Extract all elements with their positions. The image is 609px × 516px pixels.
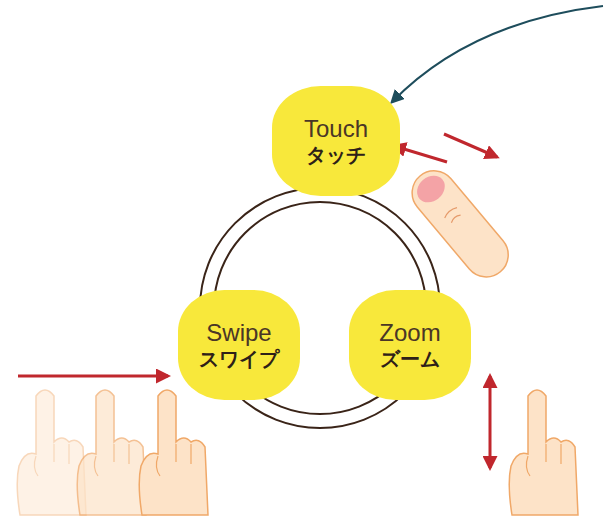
hand-illustration — [509, 390, 578, 515]
hand-illustration — [17, 390, 86, 515]
motion-arrow — [444, 134, 497, 157]
gesture-node: Swipeスワイプ — [178, 290, 300, 400]
gesture-name-ja: スワイプ — [199, 347, 279, 371]
gesture-node: Zoomズーム — [349, 290, 471, 400]
motion-arrow — [18, 375, 168, 378]
gesture-node: Touchタッチ — [272, 86, 400, 196]
motion-arrow — [489, 376, 492, 468]
gesture-name: Touch — [304, 115, 368, 143]
gesture-name: Zoom — [379, 319, 440, 347]
gesture-name-ja: ズーム — [380, 347, 440, 371]
hand-illustration — [139, 390, 208, 515]
gesture-name-ja: タッチ — [306, 143, 366, 167]
motion-arrow — [394, 146, 447, 162]
pointer-arrow — [392, 6, 603, 102]
gesture-name: Swipe — [206, 319, 271, 347]
finger-illustration — [403, 162, 517, 286]
hand-illustration — [77, 390, 146, 515]
